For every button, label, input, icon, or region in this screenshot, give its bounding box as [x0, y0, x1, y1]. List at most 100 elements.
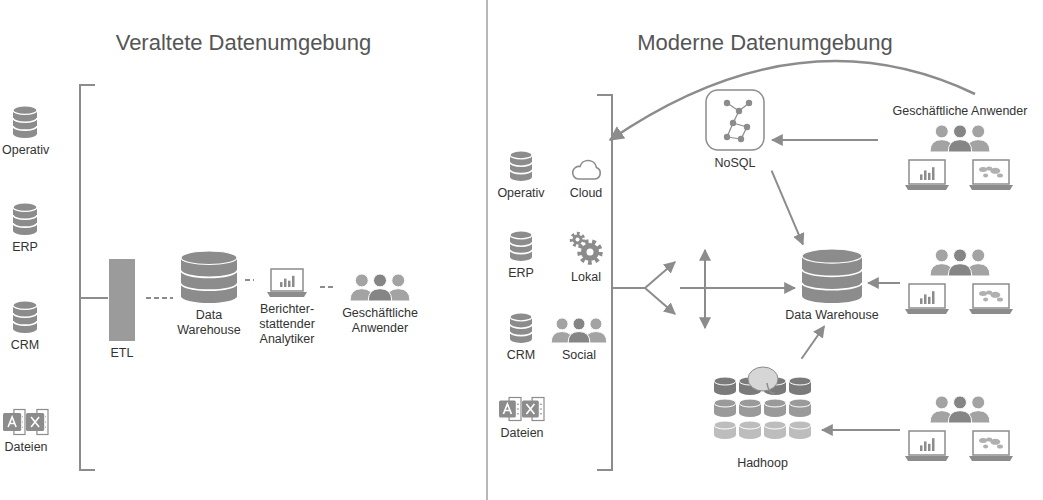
db-band: [13, 313, 37, 317]
source-bracket: [80, 85, 95, 470]
person-head: [954, 125, 967, 138]
icon-node: Hadhoop: [710, 362, 815, 471]
icon-group: [3, 410, 48, 435]
laptop-screen: [973, 431, 1009, 455]
db-icon: [801, 248, 863, 304]
chart-bar: [924, 294, 927, 304]
panel-heading: Veraltete Datenumgebung: [0, 30, 487, 56]
panel-heading: Moderne Datenumgebung: [487, 30, 1043, 56]
arrow-connector: [772, 139, 878, 141]
gears-icon: [568, 230, 604, 266]
person-head: [573, 318, 585, 330]
file-line: [540, 404, 542, 405]
disc-top: [714, 377, 736, 385]
file-glyph: [526, 404, 534, 414]
icon-group: [905, 125, 1013, 190]
person-body: [948, 411, 972, 423]
file-line: [45, 416, 47, 417]
file-line: [45, 427, 47, 428]
file-icon: [2, 408, 50, 436]
icon-node: Geschäftliche Anwender: [338, 272, 422, 336]
icon-node: ERP: [2, 202, 48, 255]
db-top: [802, 249, 862, 263]
people-group: [930, 125, 990, 152]
db-icon: [12, 105, 38, 139]
file-glyph: [503, 404, 511, 414]
file-line: [540, 409, 542, 410]
db-band: [510, 162, 532, 166]
icon-node: ETL: [100, 258, 144, 361]
chart-bar: [928, 297, 931, 304]
laptop-base: [905, 456, 949, 461]
gear-teeth: [572, 234, 584, 246]
db-band: [510, 332, 532, 336]
gear-hole: [587, 249, 594, 256]
db-band: [13, 321, 37, 325]
user-groups: [905, 249, 1013, 461]
graph-node: [724, 134, 730, 140]
db-top: [510, 151, 532, 159]
db-icon: [12, 202, 38, 236]
person-head: [935, 125, 948, 138]
icon-group: [499, 398, 544, 421]
bracket-connector: [80, 297, 108, 299]
graph-node: [738, 136, 744, 142]
icon-group: [551, 318, 607, 343]
laptop-screen: [973, 284, 1009, 308]
icon-node: Dateien: [0, 408, 52, 455]
db-band: [510, 242, 532, 246]
map-blob: [990, 168, 1000, 174]
hub-arrow: [680, 287, 795, 289]
file-line: [517, 413, 519, 414]
person-head: [972, 249, 985, 262]
file-badge: [3, 413, 21, 431]
disc-top: [789, 399, 811, 407]
icon-group: [510, 151, 532, 181]
chart-bar: [924, 170, 927, 180]
user-group: [905, 396, 1013, 461]
hub-arrow: [645, 288, 675, 314]
node-label: Cloud: [562, 186, 610, 201]
gear-teeth: [580, 242, 601, 263]
db-top: [510, 231, 532, 239]
file-badge: [26, 413, 44, 431]
laptop-screen: [909, 160, 945, 184]
map-blob: [983, 445, 988, 449]
user-group: [905, 249, 1013, 314]
db-band: [13, 126, 37, 130]
file-badge: [499, 401, 516, 418]
icon-node: Cloud: [562, 156, 610, 201]
file-line: [22, 422, 24, 423]
dashed-connector: [320, 286, 336, 288]
file-badge: [522, 401, 539, 418]
laptop-base: [969, 185, 1013, 190]
icon-node: Operativ: [496, 150, 546, 201]
person-head: [392, 274, 405, 287]
file-line: [22, 416, 24, 417]
node-label: Geschäftliche Anwender: [338, 306, 422, 336]
hub-arrow: [704, 250, 706, 328]
bracket-connector: [612, 287, 645, 289]
icon-group: [572, 234, 601, 263]
file-line: [22, 427, 24, 428]
graph-node: [730, 120, 736, 126]
icon-group: [573, 160, 601, 179]
disc-top: [764, 399, 786, 407]
dashed-connector: [146, 297, 173, 299]
node-label: Berichter- stattender Analytiker: [256, 302, 318, 347]
icon-node: CRM: [2, 300, 48, 353]
icon-node: ERP: [496, 230, 546, 281]
node-label: Data Warehouse: [777, 308, 887, 323]
person-head: [935, 249, 948, 262]
chart-bar: [932, 438, 935, 451]
laptop-screen: [271, 269, 303, 291]
person-body: [368, 289, 392, 301]
people-icon: [549, 316, 609, 344]
person-head: [954, 249, 967, 262]
db-top: [13, 203, 37, 211]
icon-group: [13, 203, 37, 235]
people-group: [930, 396, 990, 423]
graph-node: [736, 108, 742, 114]
person-head: [556, 318, 568, 330]
